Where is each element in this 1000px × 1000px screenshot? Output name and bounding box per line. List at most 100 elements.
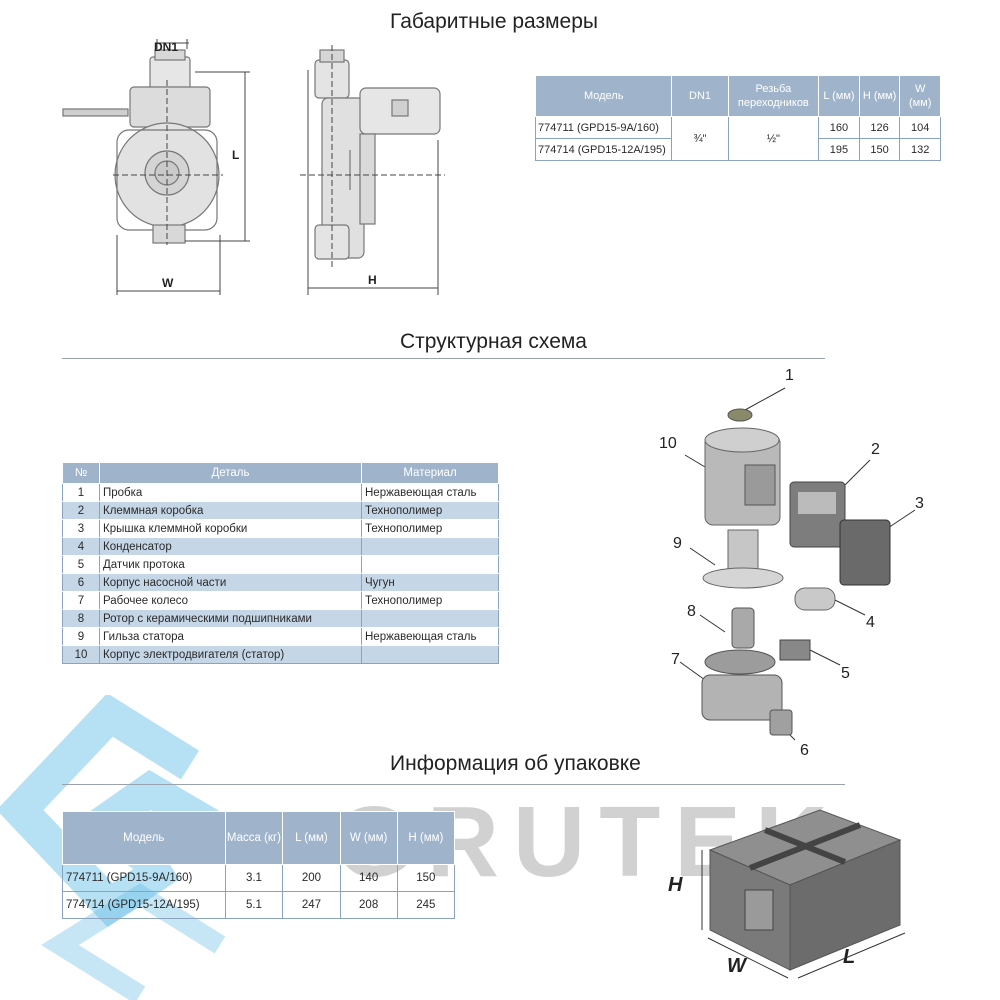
- parts-table-header: № Деталь Материал: [62, 462, 499, 484]
- cell-model: 774714 (GPD15-12A/195): [62, 891, 226, 919]
- cell-number: 5: [62, 555, 100, 574]
- cell-number: 6: [62, 573, 100, 592]
- header-model: Модель: [62, 811, 226, 865]
- cell-material: [361, 555, 499, 574]
- packaging-table: Модель Масса (кг) L (мм) W (мм) H (мм) 7…: [62, 811, 456, 919]
- cell-number: 2: [62, 501, 100, 520]
- box-w-label: W: [727, 955, 746, 977]
- cell-part: Пробка: [99, 483, 362, 502]
- callout-10: 10: [659, 435, 677, 452]
- structure-divider: [62, 358, 825, 359]
- pump-side-view-drawing: [300, 45, 445, 295]
- cell-l: 160: [818, 116, 860, 139]
- cell-h: 150: [396, 864, 456, 892]
- cell-w: 104: [899, 116, 941, 139]
- h-dimension-label: H: [368, 273, 377, 287]
- cell-part: Клеммная коробка: [99, 501, 362, 520]
- cell-material: Технополимер: [361, 591, 499, 610]
- cell-number: 9: [62, 627, 100, 646]
- header-number: №: [62, 462, 100, 484]
- cell-part: Гильза статора: [99, 627, 362, 646]
- cell-part: Датчик протока: [99, 555, 362, 574]
- cell-material: [361, 609, 499, 628]
- table-row: 774714 (GPD15-12A/195) 5.1 247 208 245: [62, 891, 456, 919]
- cell-mass: 3.1: [224, 864, 284, 892]
- header-dn1: DN1: [671, 75, 729, 117]
- header-l: L (мм): [282, 811, 341, 865]
- header-material: Материал: [361, 462, 499, 484]
- cell-material: Чугун: [361, 573, 499, 592]
- cell-part: Рабочее колесо: [99, 591, 362, 610]
- structure-title: Структурная схема: [400, 330, 587, 353]
- callout-5: 5: [841, 665, 850, 682]
- callout-8: 8: [687, 603, 696, 620]
- packaging-table-header: Модель Масса (кг) L (мм) W (мм) H (мм): [62, 811, 456, 865]
- cell-material: Технополимер: [361, 501, 499, 520]
- cell-w: 208: [339, 891, 398, 919]
- header-l: L (мм): [818, 75, 860, 117]
- cell-w: 132: [899, 138, 941, 161]
- cell-number: 8: [62, 609, 100, 628]
- dn1-label: DN1: [154, 40, 179, 54]
- header-part: Деталь: [99, 462, 362, 484]
- table-row: 774711 (GPD15-9A/160) 3.1 200 140 150: [62, 864, 456, 892]
- cell-part: Конденсатор: [99, 537, 362, 556]
- cell-l: 195: [818, 138, 860, 161]
- cell-number: 7: [62, 591, 100, 610]
- box-l-label: L: [843, 946, 856, 968]
- cell-material: Нержавеющая сталь: [361, 483, 499, 502]
- exploded-view-diagram: [679, 387, 916, 741]
- callout-2: 2: [871, 441, 880, 458]
- cell-material: [361, 645, 499, 664]
- cell-material: Нержавеющая сталь: [361, 627, 499, 646]
- cell-h: 126: [858, 116, 901, 139]
- cell-h: 150: [858, 138, 901, 161]
- dimensions-table: Модель DN1 Резьба переходников L (мм) H …: [534, 75, 941, 161]
- cell-h: 245: [396, 891, 456, 919]
- packaging-title: Информация об упаковке: [390, 752, 641, 775]
- box-h-label: H: [668, 874, 683, 896]
- callout-9: 9: [673, 535, 682, 552]
- table-row: 774711 (GPD15-9A/160) ¾" ½" 160 126 104: [534, 116, 941, 161]
- packaging-divider: [62, 784, 845, 785]
- l-dimension-label: L: [232, 148, 240, 162]
- callout-3: 3: [915, 495, 924, 512]
- cell-thread: ½": [727, 116, 820, 161]
- cell-number: 1: [62, 483, 100, 502]
- header-w: W (мм): [339, 811, 398, 865]
- cell-number: 3: [62, 519, 100, 538]
- cell-dn1: ¾": [671, 116, 729, 161]
- cell-l: 200: [282, 864, 341, 892]
- cell-model: 774711 (GPD15-9A/160): [534, 116, 673, 139]
- cell-model: 774714 (GPD15-12A/195): [534, 138, 673, 161]
- cell-part: Крышка клеммной коробки: [99, 519, 362, 538]
- cell-model: 774711 (GPD15-9A/160): [62, 864, 226, 892]
- cell-l: 247: [282, 891, 341, 919]
- cell-number: 10: [62, 645, 100, 664]
- dimensions-title: Габаритные размеры: [390, 10, 598, 33]
- callout-1: 1: [785, 367, 794, 384]
- cell-material: [361, 537, 499, 556]
- callout-6: 6: [800, 742, 809, 759]
- cell-number: 4: [62, 537, 100, 556]
- pump-front-view-drawing: [62, 39, 250, 295]
- table-row: 774714 (GPD15-12A/195) 195 150 132: [534, 138, 941, 161]
- header-h: H (мм): [396, 811, 456, 865]
- callout-7: 7: [671, 651, 680, 668]
- cell-part: Ротор с керамическими подшипниками: [99, 609, 362, 628]
- w-dimension-label: W: [162, 276, 174, 290]
- callout-4: 4: [866, 614, 875, 631]
- package-box-drawing: [701, 809, 906, 979]
- header-model: Модель: [534, 75, 673, 117]
- cell-material: Технополимер: [361, 519, 499, 538]
